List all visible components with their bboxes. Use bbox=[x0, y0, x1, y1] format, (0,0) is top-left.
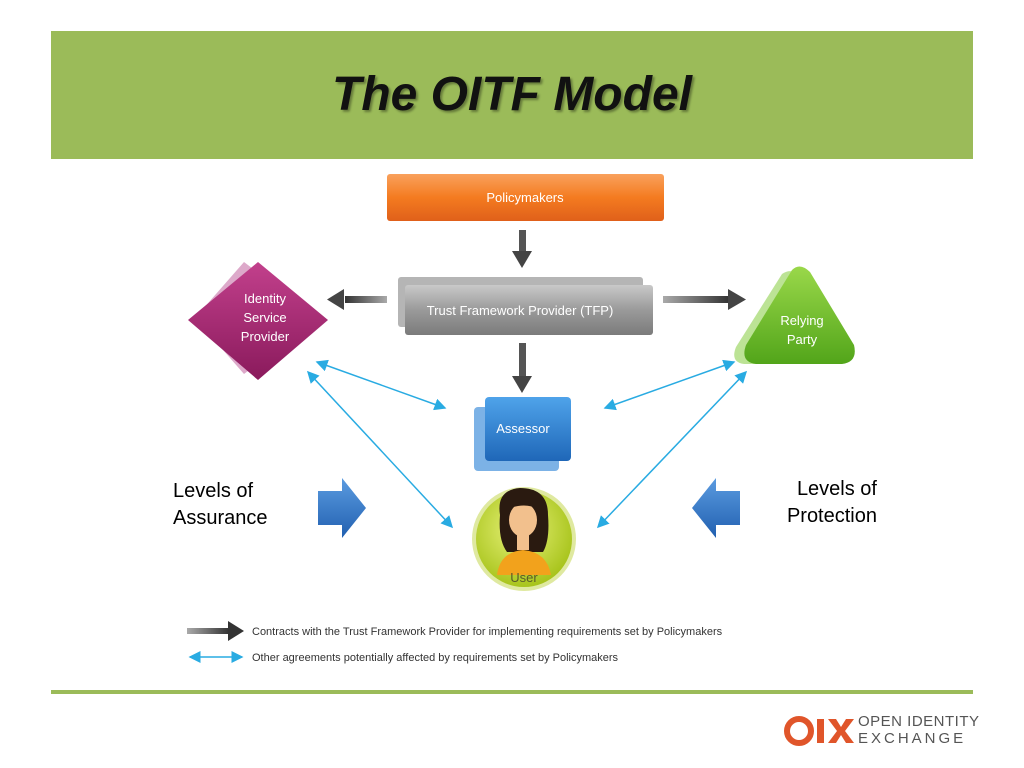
relying-party-node: Relying Party bbox=[734, 266, 855, 364]
assurance-arrow-icon bbox=[318, 478, 366, 538]
agreement-arrow-idp-user bbox=[306, 370, 454, 529]
tfp-label: Trust Framework Provider (TFP) bbox=[427, 303, 614, 318]
protection-arrow-icon bbox=[692, 478, 740, 538]
levels-of-assurance-line1: Levels of bbox=[173, 480, 254, 502]
rp-label-line1: Relying bbox=[780, 313, 823, 328]
tfp-node: Trust Framework Provider (TFP) bbox=[398, 277, 653, 335]
levels-of-assurance-label: Levels of Assurance bbox=[173, 478, 268, 532]
identity-service-provider-node: Identity Service Provider bbox=[188, 262, 328, 380]
levels-of-assurance-line2: Assurance bbox=[173, 507, 268, 529]
oix-logo-mark bbox=[784, 716, 854, 746]
user-node: User bbox=[472, 487, 576, 591]
title-bar: The OITF Model bbox=[51, 31, 973, 159]
rp-label-line2: Party bbox=[787, 332, 818, 347]
legend-contracts-arrow-icon bbox=[187, 621, 244, 641]
levels-of-protection-label: Levels of Protection bbox=[775, 476, 877, 530]
legend-other-text: Other agreements potentially affected by… bbox=[252, 652, 619, 664]
idp-label-line1: Identity bbox=[244, 291, 286, 306]
user-label: User bbox=[510, 570, 538, 585]
levels-of-protection-line2: Protection bbox=[786, 505, 877, 527]
person-icon bbox=[497, 488, 551, 575]
assessor-node: Assessor bbox=[474, 397, 571, 471]
policymakers-node: Policymakers bbox=[387, 174, 664, 221]
levels-of-protection-line1: Levels of bbox=[796, 478, 877, 500]
agreement-arrow-rp-user bbox=[596, 370, 748, 529]
agreement-arrow-idp-assessor bbox=[315, 359, 447, 411]
assessor-label: Assessor bbox=[496, 421, 550, 436]
slide-title: The OITF Model bbox=[332, 68, 692, 121]
logo-text-line2: EXCHANGE bbox=[858, 730, 967, 747]
policymakers-label: Policymakers bbox=[486, 190, 564, 205]
arrow-policymakers-tfp bbox=[512, 230, 532, 268]
idp-label-line3: Provider bbox=[241, 329, 290, 344]
footer-divider bbox=[51, 690, 973, 694]
logo-text-line1: OPEN IDENTITY bbox=[858, 713, 980, 730]
legend: Contracts with the Trust Framework Provi… bbox=[187, 621, 723, 664]
idp-label-line2: Service bbox=[243, 310, 286, 325]
arrow-tfp-assessor bbox=[512, 343, 532, 393]
arrow-tfp-idp bbox=[327, 289, 387, 310]
agreement-arrow-rp-assessor bbox=[603, 359, 736, 411]
arrow-tfp-relying-party bbox=[663, 289, 746, 310]
legend-contracts-text: Contracts with the Trust Framework Provi… bbox=[252, 626, 723, 638]
